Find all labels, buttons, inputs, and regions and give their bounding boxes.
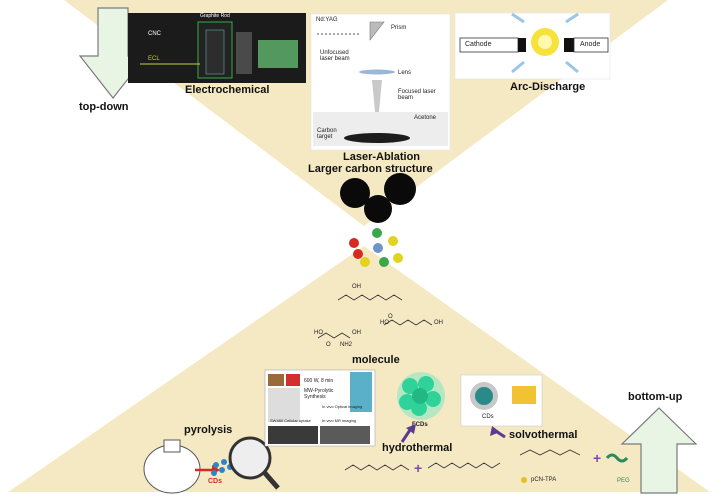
microwave-power-label: 600 W, 8 min [304, 378, 334, 384]
small-sphere [379, 257, 389, 267]
fcds-cluster [397, 372, 445, 443]
bottom-up-funnel [8, 246, 710, 492]
plus-signs: + + [414, 450, 601, 476]
ecl-label: ECL [148, 56, 160, 62]
mw-synthesis-label: MW-Pyrolytic Synthesis [304, 388, 334, 400]
pyrolysis-cds-label: CDs [208, 478, 223, 485]
peg-label: PEG [617, 478, 630, 484]
carbon-target-label: Carbon target [317, 128, 337, 140]
molecule-atom: HO [314, 330, 323, 336]
top-down-label: top-down [79, 101, 129, 113]
unfocused-beam-label: Unfocused laser beam [320, 50, 350, 62]
microwave-synthesis-panel [264, 369, 376, 447]
svg-text:+: + [593, 450, 601, 466]
arc-discharge-title: Arc-Discharge [510, 81, 586, 93]
acetone-label: Acetone [414, 115, 437, 121]
prism-label: Prism [391, 25, 407, 31]
small-sphere [372, 228, 382, 238]
cellular-uptake-label: SW480 Cellular uptake [270, 418, 311, 423]
small-sphere [353, 249, 363, 259]
cathode-label: Cathode [465, 41, 492, 48]
mr-imaging-label: In vivo MR imaging [322, 418, 357, 423]
cnc-label: CNC [148, 31, 161, 37]
bottom-up-label: bottom-up [628, 391, 683, 403]
laser-ablation-title: Laser-Ablation [343, 151, 421, 163]
laser-ablation-illustration [310, 13, 451, 151]
molecule-atom: O [388, 314, 393, 320]
molecule-structures [317, 294, 433, 339]
peg-chain [605, 453, 629, 463]
small-sphere [349, 238, 359, 248]
pyrolysis-title: pyrolysis [184, 424, 233, 436]
solvothermal-cds-label: CDs [482, 414, 494, 420]
small-sphere [360, 257, 370, 267]
focused-beam-label: Focused laser beam [398, 89, 436, 101]
anode-label: Anode [580, 41, 601, 48]
small-spheres [349, 228, 403, 267]
larger-carbon-structure-label: Larger carbon structure [308, 163, 433, 175]
carbon-sphere [364, 195, 392, 223]
pyrolysis-illustration [143, 436, 280, 494]
lens-label: Lens [398, 70, 412, 76]
carbon-sphere [340, 178, 370, 208]
small-sphere [388, 236, 398, 246]
small-sphere [393, 253, 403, 263]
electrochemical-illustration [128, 13, 306, 83]
arc-discharge-illustration [454, 12, 611, 80]
solvothermal-title: solvothermal [509, 429, 578, 441]
bottom-up-arrow [620, 407, 698, 494]
molecule-atom: OH [434, 320, 443, 326]
electrochemical-title: Electrochemical [185, 84, 270, 96]
fcds-label: FCDs [412, 422, 428, 428]
molecule-atom: NH2 [340, 342, 353, 348]
hydrothermal-title: hydrothermal [382, 442, 453, 454]
pcn-tpa-dot [521, 477, 527, 483]
precursor-structures [344, 449, 581, 471]
molecule-atom: OH [352, 284, 361, 290]
molecule-atom: O [326, 342, 331, 348]
small-sphere [373, 243, 383, 253]
optical-imaging-label: In vivo Optical imaging [322, 404, 363, 409]
svg-text:+: + [414, 460, 422, 476]
molecule-atom: OH [352, 330, 361, 336]
solvothermal-illustration [460, 374, 543, 439]
molecule-atom: HO [380, 320, 389, 326]
nd-yag-label: Nd:YAG [316, 17, 338, 23]
pcn-tpa-label: pCN-TPA [531, 477, 557, 483]
graphite-rod-label: Graphite Rod [200, 13, 230, 19]
molecule-label: molecule [352, 354, 400, 366]
carbon-sphere [384, 173, 416, 205]
